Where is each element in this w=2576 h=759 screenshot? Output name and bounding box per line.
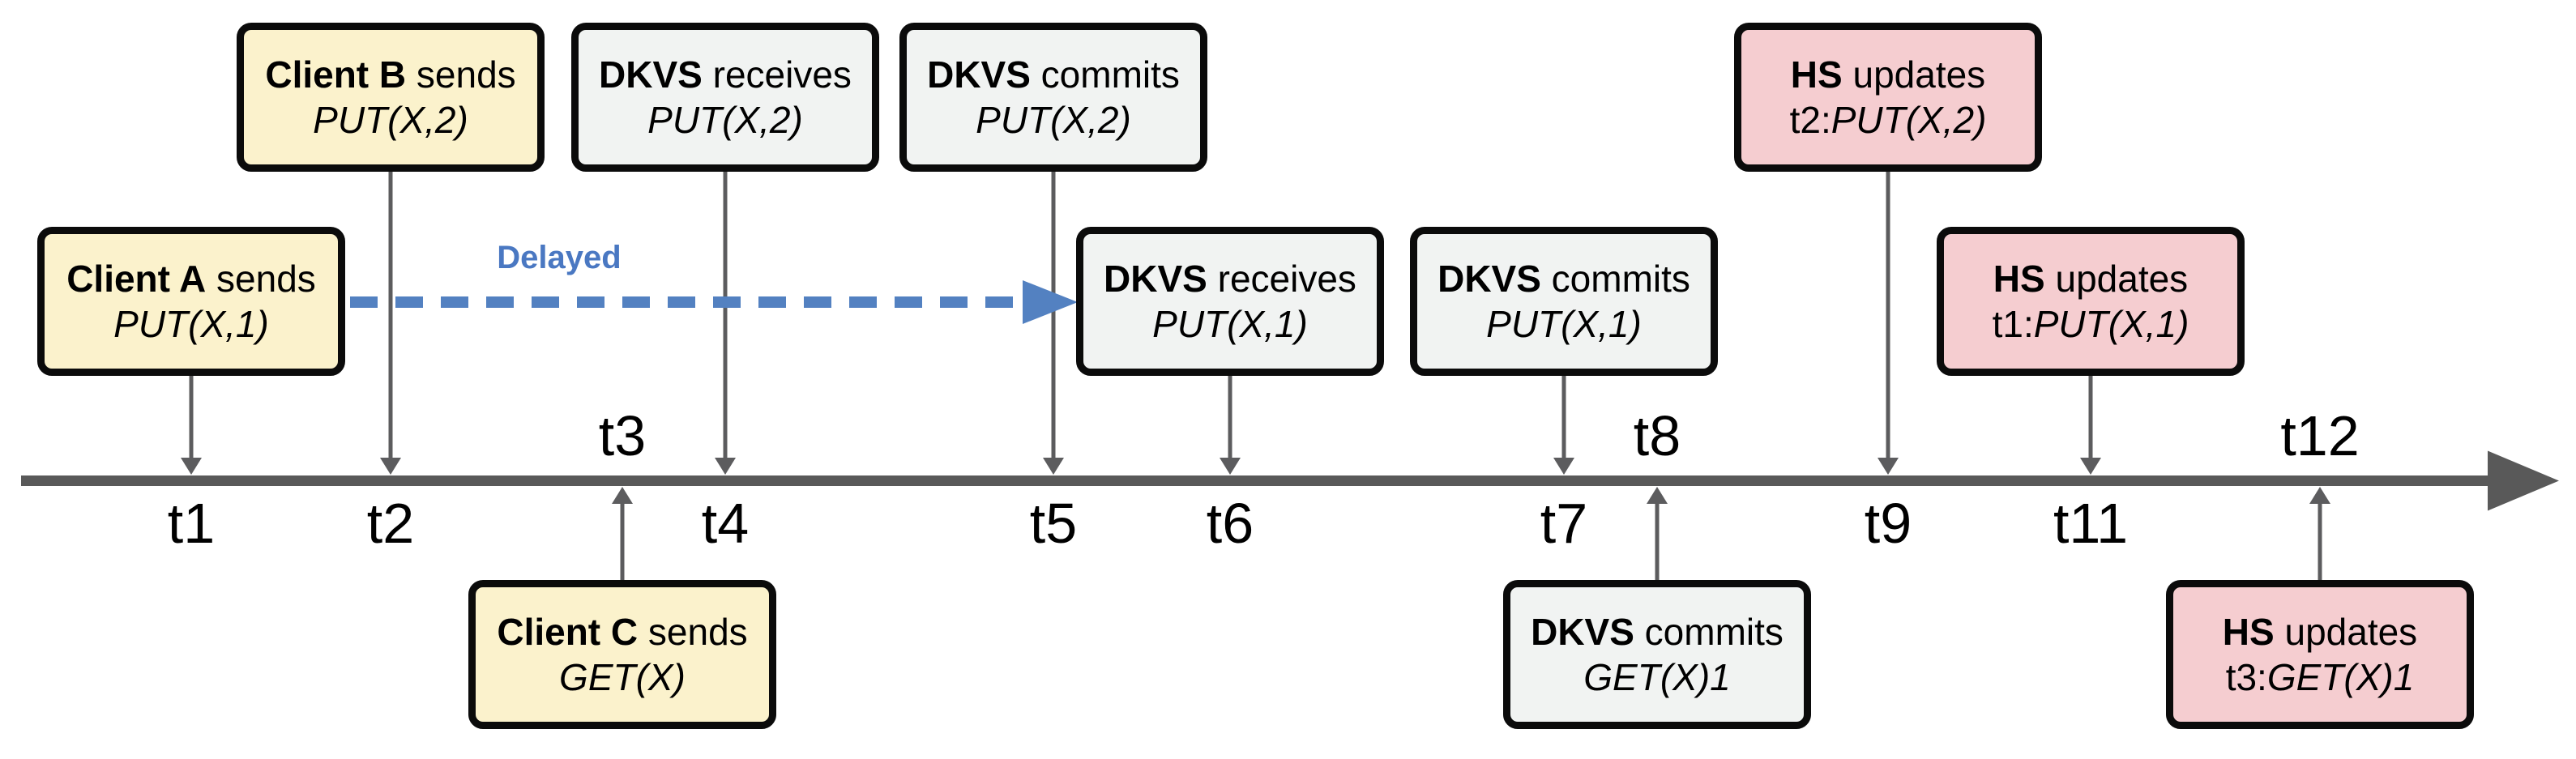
connector-arrowhead-t12-icon	[2309, 487, 2330, 504]
timeline-axis	[21, 475, 2488, 486]
event-actor-action: DKVS commits	[1531, 611, 1784, 653]
tick-label-t4: t4	[701, 492, 750, 555]
event-actor-action: DKVS commits	[927, 53, 1180, 96]
connector-arrowhead-t5-icon	[1043, 458, 1064, 475]
tick-label-t7: t7	[1540, 492, 1588, 555]
event-operation: GET(X)	[559, 656, 686, 698]
delayed-arrow-head-icon	[1023, 280, 1078, 324]
connector-arrowhead-t11-icon	[2080, 458, 2101, 475]
connector-arrowhead-t8-icon	[1647, 487, 1668, 504]
tick-label-t6: t6	[1206, 492, 1254, 555]
connector-arrowhead-t4-icon	[715, 458, 736, 475]
tick-label-t11: t11	[2053, 492, 2129, 555]
tick-label-t5: t5	[1029, 492, 1078, 555]
event-operation: PUT(X,1)	[113, 303, 269, 345]
tick-label-t3: t3	[598, 404, 647, 467]
connector-arrowhead-t7-icon	[1553, 458, 1574, 475]
tick-label-t8: t8	[1633, 404, 1681, 467]
event-actor-action: Client B sends	[265, 53, 516, 96]
event-operation: PUT(X,2)	[976, 99, 1131, 141]
tick-label-t2: t2	[366, 492, 415, 555]
tick-label-t12: t12	[2280, 404, 2360, 467]
event-actor-action: DKVS receives	[1104, 258, 1356, 300]
event-operation: PUT(X,1)	[1486, 303, 1642, 345]
event-operation: t1:PUT(X,1)	[1992, 303, 2189, 345]
event-actor-action: HS updates	[1790, 53, 1986, 96]
delayed-label: Delayed	[497, 240, 622, 275]
connector-arrowhead-t9-icon	[1878, 458, 1899, 475]
event-actor-action: Client A sends	[66, 258, 316, 300]
event-operation: t3:GET(X)1	[2225, 656, 2415, 698]
event-actor-action: HS updates	[1993, 258, 2189, 300]
event-operation: t2:PUT(X,2)	[1789, 99, 1987, 141]
event-actor-action: DKVS commits	[1438, 258, 1690, 300]
timeline-arrowhead-icon	[2488, 450, 2559, 511]
event-operation: PUT(X,2)	[313, 99, 468, 141]
event-operation: PUT(X,2)	[647, 99, 803, 141]
tick-label-t9: t9	[1864, 492, 1912, 555]
connector-arrowhead-t3-icon	[612, 487, 633, 504]
event-operation: PUT(X,1)	[1152, 303, 1308, 345]
event-actor-action: HS updates	[2222, 611, 2418, 653]
tick-label-t1: t1	[167, 492, 216, 555]
connector-arrowhead-t1-icon	[181, 458, 202, 475]
connector-arrowhead-t6-icon	[1220, 458, 1241, 475]
event-actor-action: Client C sends	[497, 611, 748, 653]
event-actor-action: DKVS receives	[599, 53, 852, 96]
event-operation: GET(X)1	[1583, 656, 1731, 698]
connector-arrowhead-t2-icon	[380, 458, 401, 475]
